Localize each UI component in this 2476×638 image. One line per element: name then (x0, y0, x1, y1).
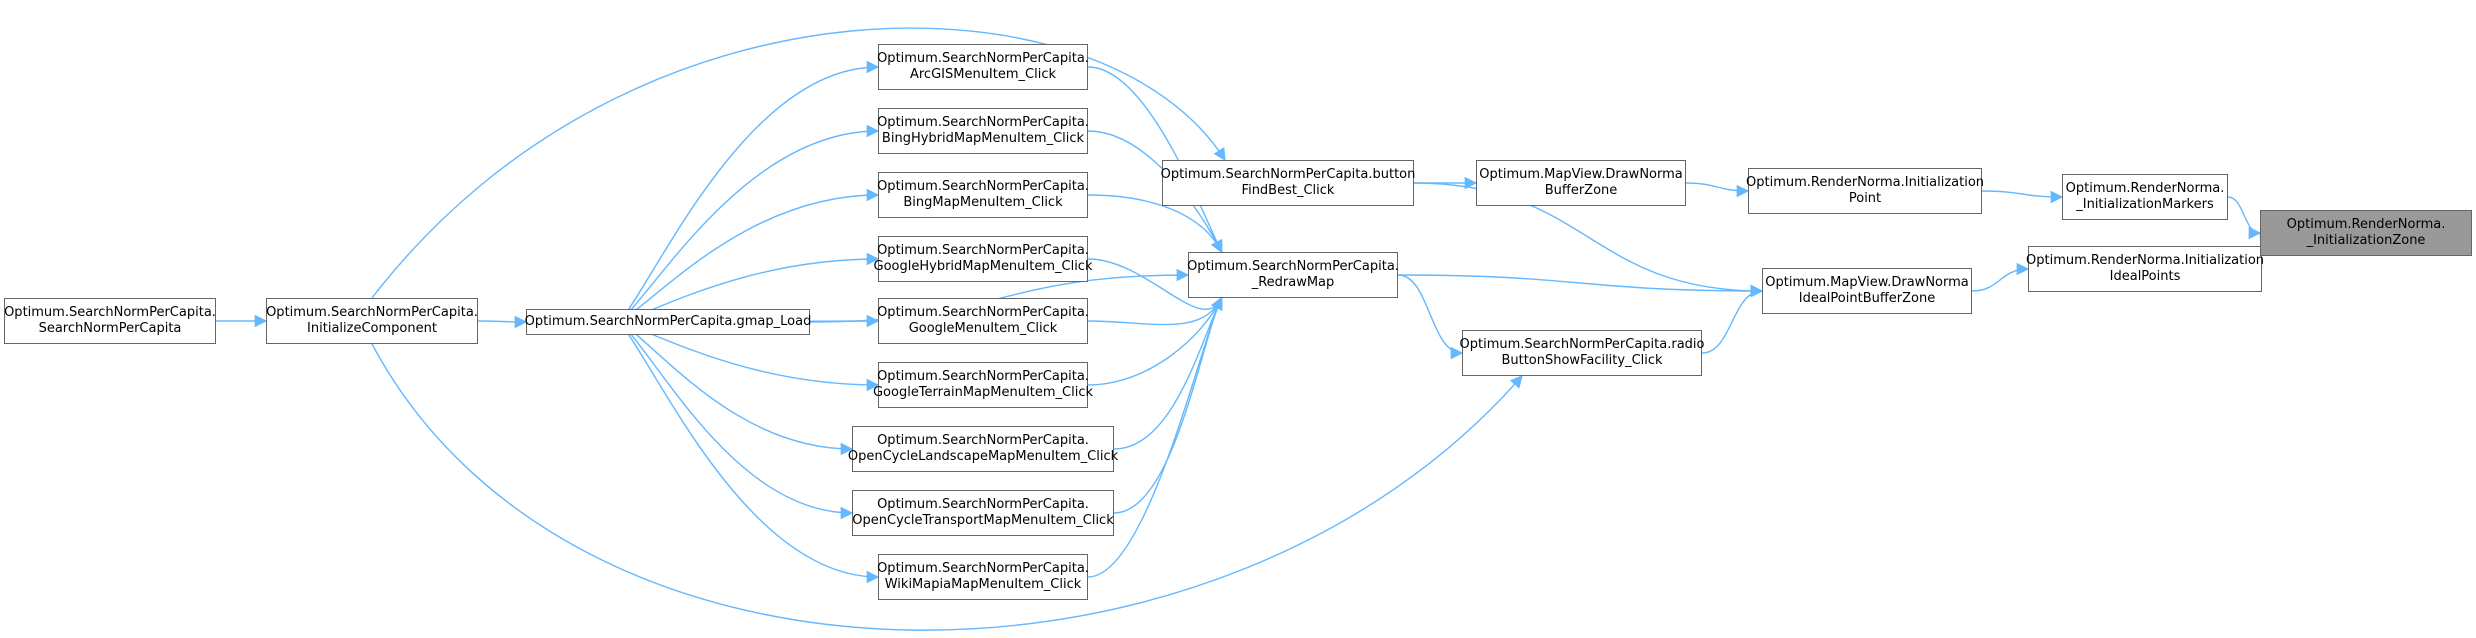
node-label: Optimum.SearchNormPerCapita. (877, 243, 1089, 258)
node-label: Optimum.SearchNormPerCapita. (1187, 259, 1399, 274)
edge-n_init-to-n_gmap (477, 315, 528, 329)
node-label: Optimum.SearchNormPerCapita. (4, 305, 216, 320)
node-label: Optimum.MapView.DrawNorma (1765, 275, 1969, 290)
edge-n_google-to-n_redraw (1087, 296, 1223, 326)
edge-n_ocland-to-n_redraw (1113, 296, 1223, 450)
node-label: _InitializationMarkers (2076, 197, 2214, 212)
node-googleterrain-menuitem-click[interactable]: Optimum.SearchNormPerCapita. GoogleTerra… (873, 362, 1093, 408)
edge-n_redraw-to-n_drawideal (1397, 274, 1764, 298)
node-arcgis-menuitem-click[interactable]: Optimum.SearchNormPerCapita. ArcGISMenuI… (877, 44, 1089, 90)
node-searchnormpercapita-ctor[interactable]: Optimum.SearchNormPerCapita. SearchNormP… (4, 298, 216, 344)
edge-n_drawbuffer-to-n_initpoint (1685, 182, 1750, 198)
node-google-menuitem-click[interactable]: Optimum.SearchNormPerCapita. GoogleMenuI… (877, 298, 1089, 344)
node-label: InitializeComponent (307, 321, 437, 336)
node-label: Point (1848, 191, 1882, 206)
node-gmap-load[interactable]: Optimum.SearchNormPerCapita.gmap_Load (524, 309, 812, 335)
node-initialization-point[interactable]: Optimum.RenderNorma.Initialization Point (1746, 168, 1985, 214)
node-googlehybrid-menuitem-click[interactable]: Optimum.SearchNormPerCapita. GoogleHybri… (874, 236, 1092, 282)
node-label: Optimum.SearchNormPerCapita. (266, 305, 478, 320)
edge-n_init-to-n_radio (371, 343, 1523, 631)
node-label: Optimum.SearchNormPerCapita.radio (1459, 337, 1705, 352)
node-label: GoogleTerrainMapMenuItem_Click (872, 385, 1094, 400)
edge-n_gmap-to-n_octrans (619, 321, 854, 520)
node-label: OpenCycleLandscapeMapMenuItem_Click (847, 449, 1119, 464)
node-redrawmap[interactable]: Optimum.SearchNormPerCapita. _RedrawMap (1187, 252, 1399, 298)
edge-n_arcgis-to-n_redraw (1087, 66, 1223, 254)
node-radiobutton-showfacility-click[interactable]: Optimum.SearchNormPerCapita.radio Button… (1459, 330, 1705, 376)
node-label: Optimum.SearchNormPerCapita. (877, 369, 1089, 384)
node-opencyclelandscape-menuitem-click[interactable]: Optimum.SearchNormPerCapita. OpenCycleLa… (848, 426, 1118, 472)
edges (216, 27, 2272, 631)
node-drawnorma-idealpointbufferzone[interactable]: Optimum.MapView.DrawNorma IdealPointBuff… (1762, 268, 1972, 314)
node-label: BingMapMenuItem_Click (903, 195, 1063, 210)
node-initialize-component[interactable]: Optimum.SearchNormPerCapita. InitializeC… (266, 298, 478, 344)
node-label: Optimum.SearchNormPerCapita. (877, 115, 1089, 130)
node-initialization-idealpoints[interactable]: Optimum.RenderNorma.Initialization Ideal… (2026, 246, 2265, 292)
node-label: _InitializationZone (2306, 233, 2426, 248)
node-label: BufferZone (1544, 183, 1618, 198)
node-label: Optimum.SearchNormPerCapita. (877, 561, 1089, 576)
node-wikimapia-menuitem-click[interactable]: Optimum.SearchNormPerCapita. WikiMapiaMa… (877, 554, 1089, 600)
node-label: IdealPoints (2109, 269, 2181, 284)
node-label: Optimum.SearchNormPerCapita. (877, 51, 1089, 66)
node-label: BingHybridMapMenuItem_Click (881, 131, 1085, 146)
edge-n_redraw-to-n_radio (1397, 274, 1464, 360)
edge-n_gterrain-to-n_redraw (1087, 296, 1223, 386)
node-initialization-markers[interactable]: Optimum.RenderNorma. _InitializationMark… (2062, 174, 2228, 220)
node-label: Optimum.SearchNormPerCapita.gmap_Load (524, 314, 812, 329)
node-binghybrid-menuitem-click[interactable]: Optimum.SearchNormPerCapita. BingHybridM… (877, 108, 1089, 154)
node-label: Optimum.SearchNormPerCapita. (877, 305, 1089, 320)
edge-n_gmap-to-n_binghybrid (619, 124, 880, 323)
node-label: FindBest_Click (1241, 183, 1335, 198)
node-label: Optimum.SearchNormPerCapita. (877, 433, 1089, 448)
node-label: IdealPointBufferZone (1798, 291, 1936, 306)
node-label: WikiMapiaMapMenuItem_Click (884, 577, 1082, 592)
node-label: GoogleMenuItem_Click (908, 321, 1058, 336)
node-label: ArcGISMenuItem_Click (909, 67, 1057, 82)
node-initialization-zone[interactable]: Optimum.RenderNorma. _InitializationZone (2260, 210, 2472, 256)
node-label: Optimum.MapView.DrawNorma (1479, 167, 1683, 182)
node-label: Optimum.RenderNorma.Initialization (2026, 253, 2265, 268)
edge-n_gmap-to-n_ocland (619, 321, 854, 456)
node-label: Optimum.SearchNormPerCapita.button (1160, 167, 1416, 182)
node-opencycletransport-menuitem-click[interactable]: Optimum.SearchNormPerCapita. OpenCycleTr… (852, 490, 1114, 536)
edge-n_markers-to-n_zone (2227, 196, 2262, 240)
edge-n_bingmap-to-n_redraw (1087, 194, 1223, 254)
edge-n_gmap-to-n_wiki (619, 321, 880, 584)
node-bingmap-menuitem-click[interactable]: Optimum.SearchNormPerCapita. BingMapMenu… (877, 172, 1089, 218)
node-label: ButtonShowFacility_Click (1501, 353, 1663, 368)
edge-n_gmap-to-n_arcgis (619, 60, 880, 323)
node-label: SearchNormPerCapita (38, 321, 182, 336)
node-label: Optimum.RenderNorma. (2286, 217, 2446, 232)
node-button-findbest-click[interactable]: Optimum.SearchNormPerCapita.button FindB… (1160, 160, 1416, 206)
node-label: Optimum.RenderNorma. (2065, 181, 2225, 196)
edge-n_radio-to-n_drawideal (1701, 284, 1764, 354)
node-label: GoogleHybridMapMenuItem_Click (873, 259, 1093, 274)
edge-n_octrans-to-n_redraw (1113, 296, 1223, 514)
node-label: _RedrawMap (1251, 275, 1335, 290)
node-label: OpenCycleTransportMapMenuItem_Click (852, 513, 1114, 528)
node-label: Optimum.SearchNormPerCapita. (877, 179, 1089, 194)
edge-n_wiki-to-n_redraw (1087, 296, 1223, 578)
edge-n_initpoint-to-n_markers (1981, 190, 2064, 204)
node-label: Optimum.SearchNormPerCapita. (877, 497, 1089, 512)
edge-n_drawideal-to-n_idealpts (1971, 262, 2030, 292)
node-drawnorma-bufferzone[interactable]: Optimum.MapView.DrawNorma BufferZone (1476, 160, 1686, 206)
edge-n_init-to-n_findbest (371, 27, 1226, 299)
edge-n_gmap-to-n_bingmap (619, 188, 880, 323)
node-label: Optimum.RenderNorma.Initialization (1746, 175, 1985, 190)
